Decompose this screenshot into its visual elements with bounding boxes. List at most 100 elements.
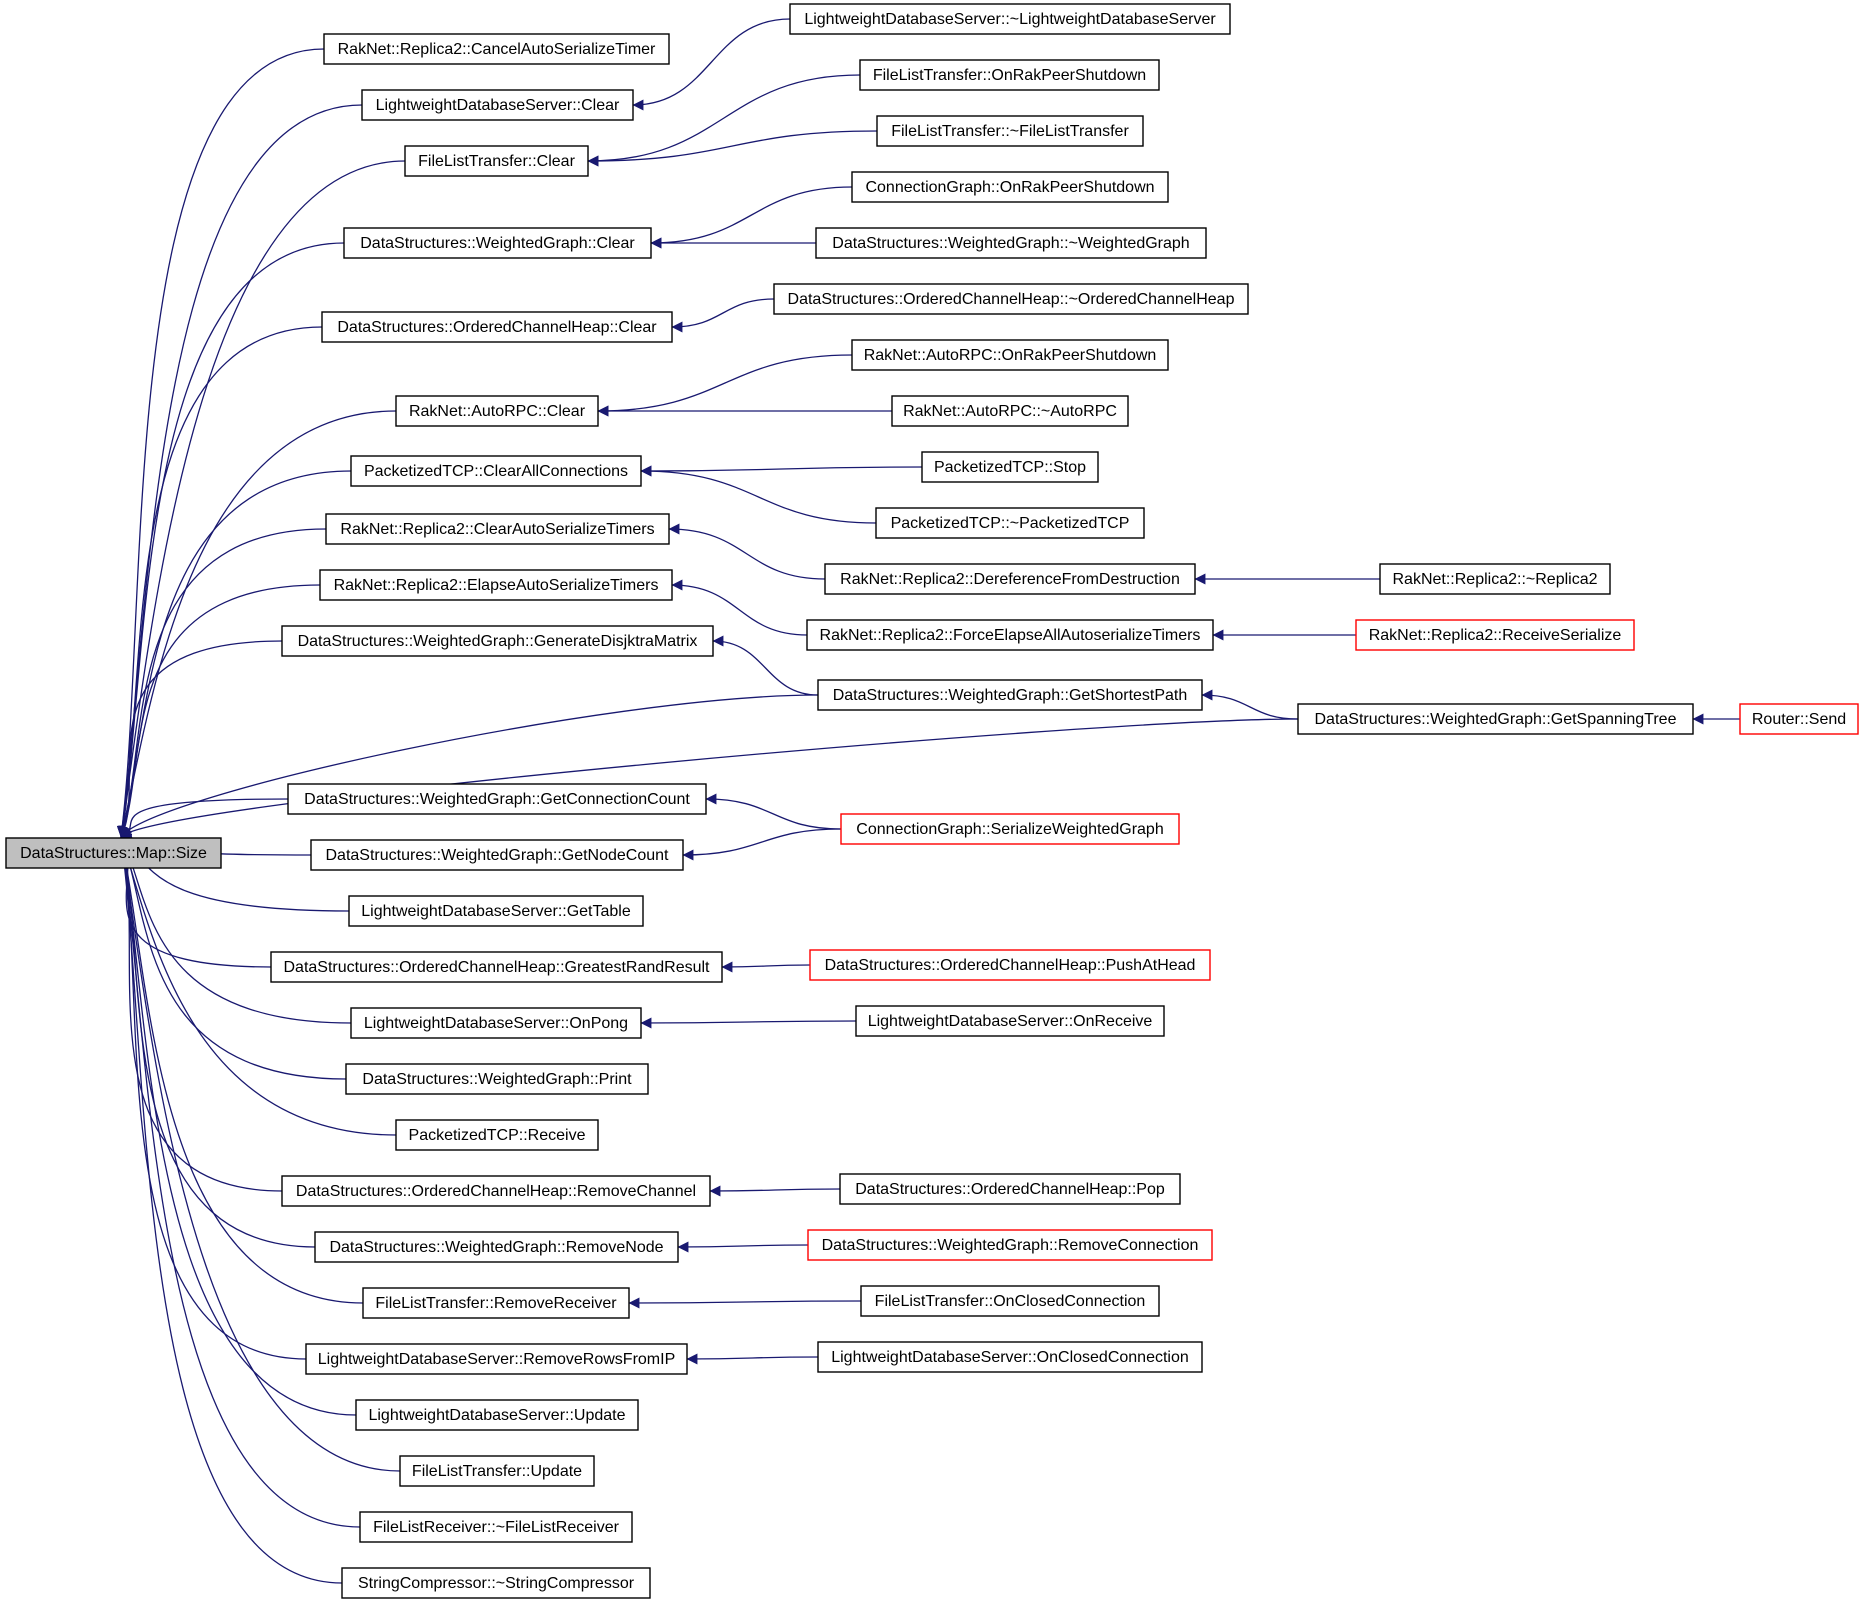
node-r2[interactable]: RakNet::Replica2::ReceiveSerialize	[1355, 619, 1635, 651]
node-m13[interactable]: ConnectionGraph::SerializeWeightedGraph	[840, 813, 1180, 845]
node-m6[interactable]: DataStructures::OrderedChannelHeap::~Ord…	[773, 283, 1249, 315]
node-label: FileListTransfer::~FileListTransfer	[891, 123, 1129, 140]
node-m7[interactable]: RakNet::AutoRPC::OnRakPeerShutdown	[851, 339, 1169, 371]
edge-n1-to-root	[116, 48, 325, 838]
node-n5[interactable]: DataStructures::OrderedChannelHeap::Clea…	[321, 311, 673, 343]
node-m15[interactable]: LightweightDatabaseServer::OnReceive	[855, 1005, 1165, 1037]
node-label: DataStructures::OrderedChannelHeap::Grea…	[284, 959, 711, 976]
node-label: LightweightDatabaseServer::Update	[368, 1407, 625, 1424]
node-m3[interactable]: FileListTransfer::~FileListTransfer	[876, 115, 1144, 147]
node-box	[1355, 619, 1635, 651]
edge-m13-to-n14	[682, 828, 842, 861]
node-label: RakNet::Replica2::CancelAutoSerializeTim…	[338, 41, 656, 58]
edge-n2-to-root	[116, 104, 363, 838]
node-n3[interactable]: FileListTransfer::Clear	[404, 145, 589, 177]
node-n24[interactable]: LightweightDatabaseServer::Update	[355, 1399, 639, 1431]
node-label: LightweightDatabaseServer::OnClosedConne…	[831, 1349, 1189, 1366]
node-label: FileListTransfer::Clear	[418, 153, 575, 170]
node-n20[interactable]: DataStructures::OrderedChannelHeap::Remo…	[281, 1175, 711, 1207]
node-n26[interactable]: FileListReceiver::~FileListReceiver	[359, 1511, 633, 1543]
node-label: DataStructures::WeightedGraph::~Weighted…	[832, 235, 1189, 252]
edge-m12-to-n9	[671, 579, 808, 636]
node-box	[817, 679, 1203, 711]
node-n4[interactable]: DataStructures::WeightedGraph::Clear	[343, 227, 652, 259]
node-r1[interactable]: RakNet::Replica2::~Replica2	[1379, 563, 1611, 595]
node-m1[interactable]: LightweightDatabaseServer::~LightweightD…	[789, 3, 1231, 35]
node-m2[interactable]: FileListTransfer::OnRakPeerShutdown	[859, 59, 1160, 91]
node-m18[interactable]: FileListTransfer::OnClosedConnection	[860, 1285, 1160, 1317]
edge-n25-to-root	[117, 836, 401, 1472]
node-n9[interactable]: RakNet::Replica2::ElapseAutoSerializeTim…	[319, 569, 673, 601]
node-n10[interactable]: DataStructures::WeightedGraph::GenerateD…	[281, 625, 714, 657]
node-box	[1379, 563, 1611, 595]
node-m16[interactable]: DataStructures::OrderedChannelHeap::Pop	[839, 1173, 1181, 1205]
node-label: DataStructures::WeightedGraph::Clear	[360, 235, 635, 252]
edges-layer	[116, 18, 1741, 1584]
node-label: DataStructures::WeightedGraph::RemoveNod…	[329, 1239, 663, 1256]
node-label: PacketizedTCP::Stop	[934, 459, 1086, 476]
node-root[interactable]: DataStructures::Map::Size	[5, 837, 222, 869]
node-m9[interactable]: PacketizedTCP::Stop	[921, 451, 1099, 483]
node-n13[interactable]: DataStructures::WeightedGraph::GetConnec…	[287, 783, 707, 815]
node-label: DataStructures::WeightedGraph::GetConnec…	[304, 791, 690, 808]
node-n23[interactable]: LightweightDatabaseServer::RemoveRowsFro…	[305, 1343, 688, 1375]
node-n11[interactable]: DataStructures::WeightedGraph::GetShorte…	[817, 679, 1203, 711]
node-n2[interactable]: LightweightDatabaseServer::Clear	[361, 89, 634, 121]
node-box	[395, 1119, 599, 1151]
node-n27[interactable]: StringCompressor::~StringCompressor	[341, 1567, 651, 1599]
node-label: RakNet::Replica2::DereferenceFromDestruc…	[840, 571, 1180, 588]
node-n25[interactable]: FileListTransfer::Update	[399, 1455, 595, 1487]
node-m8[interactable]: RakNet::AutoRPC::~AutoRPC	[891, 395, 1129, 427]
node-label: StringCompressor::~StringCompressor	[358, 1575, 635, 1592]
node-n1[interactable]: RakNet::Replica2::CancelAutoSerializeTim…	[323, 33, 670, 65]
node-m4[interactable]: ConnectionGraph::OnRakPeerShutdown	[851, 171, 1169, 203]
node-box	[876, 115, 1144, 147]
node-box	[305, 1343, 688, 1375]
node-n7[interactable]: PacketizedTCP::ClearAllConnections	[350, 455, 642, 487]
node-r3[interactable]: Router::Send	[1739, 703, 1859, 735]
node-label: DataStructures::Map::Size	[20, 845, 207, 862]
node-box	[321, 311, 673, 343]
node-m17[interactable]: DataStructures::WeightedGraph::RemoveCon…	[807, 1229, 1213, 1261]
node-label: FileListTransfer::OnRakPeerShutdown	[873, 67, 1146, 84]
nodes-layer: DataStructures::Map::Size RakNet::Replica…	[5, 3, 1859, 1599]
edge-n8-to-root	[118, 528, 327, 838]
edge-n24-to-root	[117, 836, 357, 1416]
node-box	[851, 339, 1169, 371]
node-n17[interactable]: LightweightDatabaseServer::OnPong	[350, 1007, 642, 1039]
node-label: DataStructures::WeightedGraph::RemoveCon…	[822, 1237, 1199, 1254]
node-box	[359, 1511, 633, 1543]
edge-m3-to-n3	[587, 130, 878, 167]
node-box	[1739, 703, 1859, 735]
node-m10[interactable]: PacketizedTCP::~PacketizedTCP	[875, 507, 1145, 539]
node-n21[interactable]: DataStructures::WeightedGraph::RemoveNod…	[314, 1231, 679, 1263]
node-m11[interactable]: RakNet::Replica2::DereferenceFromDestruc…	[824, 563, 1196, 595]
node-label: ConnectionGraph::OnRakPeerShutdown	[865, 179, 1154, 196]
node-label: PacketizedTCP::ClearAllConnections	[364, 463, 628, 480]
node-n18[interactable]: DataStructures::WeightedGraph::Print	[345, 1063, 649, 1095]
node-m5[interactable]: DataStructures::WeightedGraph::~Weighted…	[815, 227, 1207, 259]
node-n16[interactable]: DataStructures::OrderedChannelHeap::Grea…	[270, 951, 723, 983]
node-box	[404, 145, 589, 177]
node-n19[interactable]: PacketizedTCP::Receive	[395, 1119, 599, 1151]
node-m12[interactable]: RakNet::Replica2::ForceElapseAllAutoseri…	[806, 619, 1214, 651]
node-m14[interactable]: DataStructures::OrderedChannelHeap::Push…	[809, 949, 1211, 981]
edge-m19-to-n23	[686, 1353, 819, 1365]
node-box	[5, 837, 222, 869]
edge-n11-to-n10	[712, 635, 819, 696]
node-n14[interactable]: DataStructures::WeightedGraph::GetNodeCo…	[310, 839, 684, 871]
node-box	[395, 395, 599, 427]
node-box	[310, 839, 684, 871]
node-label: RakNet::Replica2::ClearAutoSerializeTime…	[340, 521, 654, 538]
node-n12[interactable]: DataStructures::WeightedGraph::GetSpanni…	[1297, 703, 1694, 735]
node-m19[interactable]: LightweightDatabaseServer::OnClosedConne…	[817, 1341, 1203, 1373]
edge-n12-to-root	[120, 718, 1299, 838]
node-label: FileListTransfer::RemoveReceiver	[375, 1295, 617, 1312]
node-n22[interactable]: FileListTransfer::RemoveReceiver	[362, 1287, 630, 1319]
node-box	[817, 1341, 1203, 1373]
node-n15[interactable]: LightweightDatabaseServer::GetTable	[348, 895, 644, 927]
node-n6[interactable]: RakNet::AutoRPC::Clear	[395, 395, 599, 427]
node-n8[interactable]: RakNet::Replica2::ClearAutoSerializeTime…	[325, 513, 670, 545]
node-box	[281, 1175, 711, 1207]
